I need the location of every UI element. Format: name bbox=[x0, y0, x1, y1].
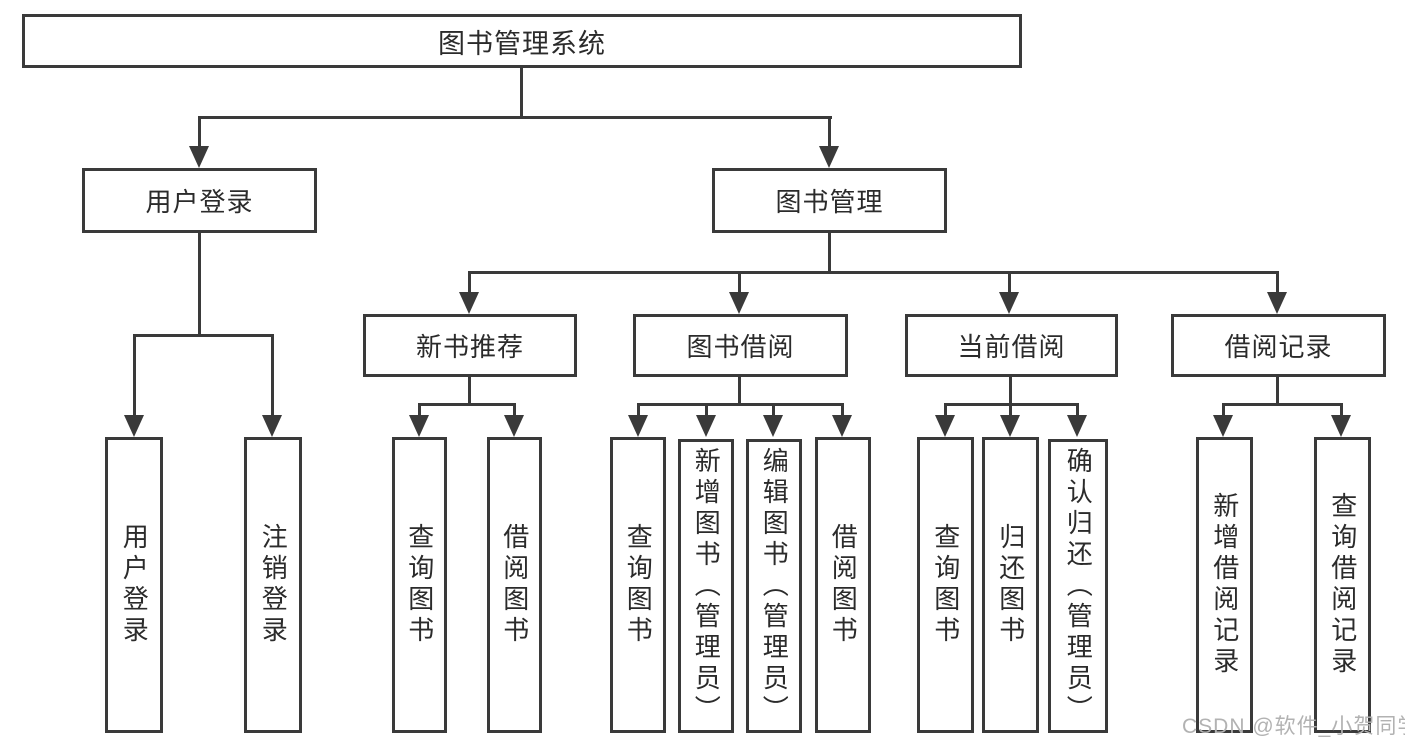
node-label: 编辑图书（管理员） bbox=[759, 446, 790, 726]
arrow-down-icon bbox=[999, 292, 1019, 314]
node-leaf-nb-borrow-books: 借阅图书 bbox=[487, 437, 542, 733]
arrow-down-icon bbox=[628, 415, 648, 437]
connector-user-login-stem bbox=[198, 116, 201, 149]
node-label: 归还图书 bbox=[995, 523, 1026, 647]
connector-bb-c3-stem bbox=[772, 403, 775, 417]
connector-book-mgmt-down bbox=[828, 233, 831, 273]
arrow-down-icon bbox=[1213, 415, 1233, 437]
node-new-book-recommend: 新书推荐 bbox=[363, 314, 577, 377]
connector-book-borrow-stem bbox=[738, 271, 741, 294]
arrow-down-icon bbox=[1067, 415, 1087, 437]
arrow-down-icon bbox=[1000, 415, 1020, 437]
arrow-down-icon bbox=[189, 146, 209, 168]
arrow-down-icon bbox=[262, 415, 282, 437]
node-label: 新增借阅记录 bbox=[1209, 492, 1240, 678]
node-leaf-bb-query-books: 查询图书 bbox=[610, 437, 666, 733]
arrow-down-icon bbox=[1267, 292, 1287, 314]
arrow-down-icon bbox=[935, 415, 955, 437]
node-leaf-cb-return-books: 归还图书 bbox=[982, 437, 1039, 733]
connector-br-c1-stem bbox=[1222, 403, 1225, 417]
connector-br-down bbox=[1276, 377, 1279, 406]
node-leaf-user-login: 用户登录 bbox=[105, 437, 163, 733]
node-leaf-cb-query-books: 查询图书 bbox=[917, 437, 974, 733]
node-label: 用户登录 bbox=[145, 187, 254, 217]
connector-cb-down bbox=[1009, 377, 1012, 406]
node-label: 借阅图书 bbox=[499, 523, 530, 647]
node-label: 确认归还（管理员） bbox=[1063, 446, 1094, 726]
node-label: 查询图书 bbox=[404, 523, 435, 647]
connector-root-stem bbox=[520, 68, 523, 119]
connector-nb-down bbox=[468, 377, 471, 406]
node-label: 查询图书 bbox=[930, 523, 961, 647]
arrow-down-icon bbox=[763, 415, 783, 437]
arrow-down-icon bbox=[409, 415, 429, 437]
node-label: 新增图书（管理员） bbox=[691, 446, 722, 726]
connector-level2-bus bbox=[198, 116, 832, 119]
node-borrowing-records: 借阅记录 bbox=[1171, 314, 1386, 377]
arrow-down-icon bbox=[819, 146, 839, 168]
arrow-down-icon bbox=[504, 415, 524, 437]
connector-bb-c2-stem bbox=[705, 403, 708, 417]
node-leaf-bb-borrow-books: 借阅图书 bbox=[815, 437, 871, 733]
connector-br-c2-stem bbox=[1340, 403, 1343, 417]
connector-current-borrow-stem bbox=[1008, 271, 1011, 294]
node-leaf-logout: 注销登录 bbox=[244, 437, 302, 733]
connector-bb-bus bbox=[637, 403, 844, 406]
connector-user-login-bus bbox=[133, 334, 274, 337]
node-user-login: 用户登录 bbox=[82, 168, 317, 233]
node-label: 图书管理 bbox=[775, 187, 884, 217]
connector-nb-c2-stem bbox=[513, 403, 516, 417]
connector-br-bus bbox=[1222, 403, 1342, 406]
node-leaf-cb-confirm-return-admin: 确认归还（管理员） bbox=[1048, 439, 1108, 733]
connector-user-login-down bbox=[198, 233, 201, 337]
node-label: 借阅图书 bbox=[828, 523, 859, 647]
node-book-borrowing: 图书借阅 bbox=[633, 314, 848, 377]
arrow-down-icon bbox=[1331, 415, 1351, 437]
connector-cb-c3-stem bbox=[1076, 403, 1079, 417]
node-label: 新书推荐 bbox=[415, 332, 524, 362]
connector-bb-c4-stem bbox=[841, 403, 844, 417]
node-label: 图书管理系统 bbox=[438, 28, 606, 59]
node-label: 当前借阅 bbox=[957, 332, 1066, 362]
connector-bb-c1-stem bbox=[637, 403, 640, 417]
connector-book-mgmt-stem bbox=[828, 116, 831, 149]
node-label: 用户登录 bbox=[119, 523, 150, 647]
connector-nb-bus bbox=[418, 403, 516, 406]
connector-borrow-records-stem bbox=[1276, 271, 1279, 294]
node-label: 注销登录 bbox=[258, 523, 289, 647]
arrow-down-icon bbox=[124, 415, 144, 437]
arrow-down-icon bbox=[696, 415, 716, 437]
node-leaf-br-add-record: 新增借阅记录 bbox=[1196, 437, 1253, 733]
node-book-management: 图书管理 bbox=[712, 168, 947, 233]
arrow-down-icon bbox=[459, 292, 479, 314]
csdn-watermark: CSDN @软件_小贺同学 bbox=[1182, 715, 1405, 738]
node-current-borrowing: 当前借阅 bbox=[905, 314, 1118, 377]
node-leaf-br-query-record: 查询借阅记录 bbox=[1314, 437, 1371, 733]
node-label: 查询图书 bbox=[623, 523, 654, 647]
connector-level3-bus bbox=[468, 271, 1279, 274]
arrow-down-icon bbox=[832, 415, 852, 437]
connector-cb-c2-stem bbox=[1009, 403, 1012, 417]
connector-bb-down bbox=[738, 377, 741, 406]
connector-logout-stem bbox=[271, 334, 274, 417]
connector-nb-c1-stem bbox=[418, 403, 421, 417]
connector-cb-c1-stem bbox=[944, 403, 947, 417]
node-library-management-system: 图书管理系统 bbox=[22, 14, 1022, 68]
node-leaf-nb-query-books: 查询图书 bbox=[392, 437, 447, 733]
connector-login-stem bbox=[133, 334, 136, 417]
node-label: 借阅记录 bbox=[1224, 332, 1333, 362]
node-label: 查询借阅记录 bbox=[1327, 492, 1358, 678]
arrow-down-icon bbox=[729, 292, 749, 314]
node-label: 图书借阅 bbox=[686, 332, 795, 362]
connector-new-books-stem bbox=[468, 271, 471, 294]
node-leaf-bb-edit-books-admin: 编辑图书（管理员） bbox=[746, 439, 802, 733]
node-leaf-bb-add-books-admin: 新增图书（管理员） bbox=[678, 439, 734, 733]
